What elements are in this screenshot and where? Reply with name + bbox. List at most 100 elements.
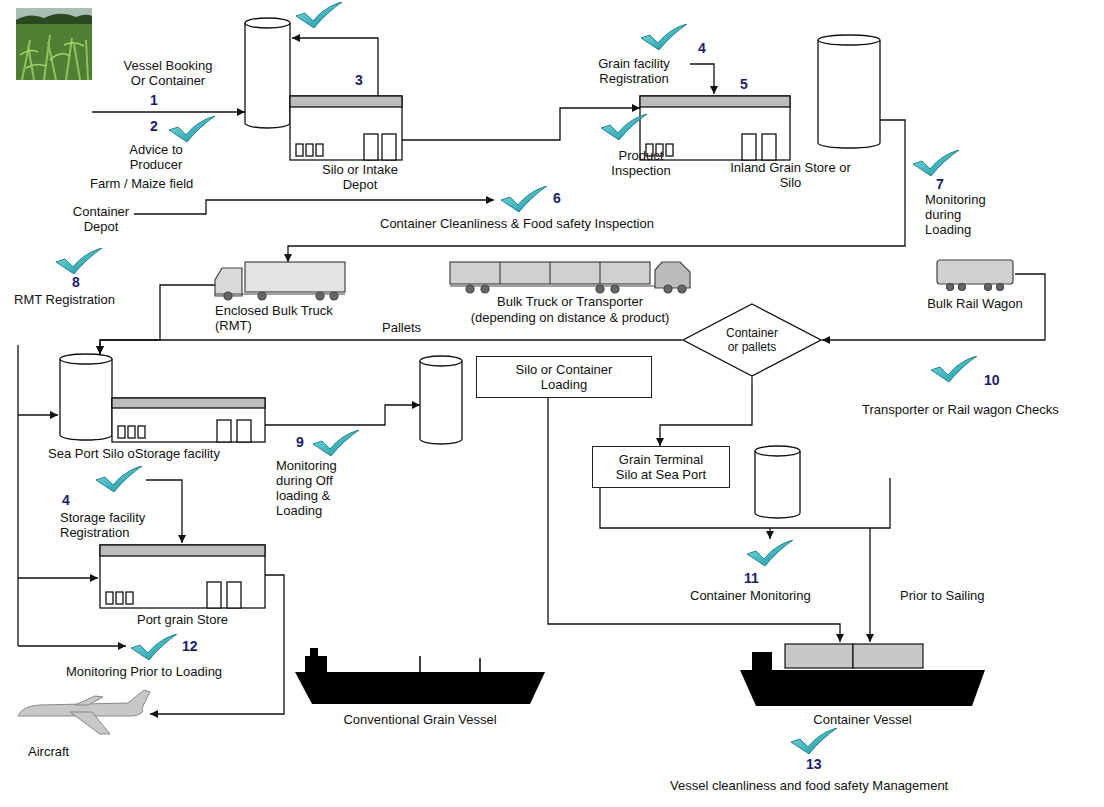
intake-depot-icon: [364, 134, 378, 160]
sea-port-silo-icon: [60, 354, 265, 442]
checkpoint-label: Monitoring during Off loading & Loading: [276, 458, 372, 518]
conventional-vessel-icon: [295, 672, 545, 704]
aircraft-icon: [18, 690, 150, 734]
node-caption: Bulk Truck or Transporter: [450, 294, 690, 309]
container-vessel-icon: [785, 644, 853, 668]
intake-depot-icon: [306, 144, 313, 156]
container-vessel-node: Container Vessel: [740, 642, 985, 708]
container-vessel-icon: [740, 644, 985, 706]
decision-diamond: Container or pallets: [682, 303, 822, 377]
enclosed-truck-icon: [245, 262, 345, 292]
node-caption: Inland Grain Store or Silo: [728, 160, 853, 190]
rail-wagon-icon: [937, 260, 1013, 284]
flow-arrow: [100, 340, 682, 354]
terminal-silo-icon: [755, 451, 800, 518]
callout-number: 11: [744, 570, 759, 586]
intake-depot-icon: [290, 96, 402, 160]
registration-arrow: [690, 64, 714, 94]
conventional-vessel-icon: [305, 656, 327, 672]
bulk-transporter-icon: [655, 262, 690, 288]
left-bus-line: [18, 414, 58, 415]
callout-number: 5: [740, 76, 748, 92]
callout-number: 9: [296, 434, 304, 450]
maize-field-photo: [16, 8, 92, 80]
checkmark-icons: [169, 116, 215, 142]
flow-arrow: [288, 120, 905, 262]
intake-depot-icon: [245, 18, 290, 28]
conventional-vessel-icon: [310, 648, 318, 656]
node-caption: Bulk Rail Wagon: [915, 296, 1035, 311]
callout-number: 3: [355, 72, 363, 88]
inland-store-icon: [640, 35, 880, 160]
checkmark-icons: [501, 186, 547, 212]
inland-store-icon: [762, 134, 776, 160]
sea-port-silo-icon: [112, 398, 265, 408]
node-caption: Farm / Maize field: [90, 176, 193, 191]
checkmark-icons: [913, 150, 959, 176]
enclosed-truck-icon: [224, 292, 232, 300]
intake-depot-icon: [316, 144, 323, 156]
flow-arrow: [100, 285, 215, 354]
checkmark-icons: [131, 634, 177, 660]
maize-field-photo: [20, 43, 84, 68]
callout-number: 4: [698, 40, 706, 56]
decision-text-area: Container or pallets: [682, 303, 822, 377]
callout-number: 7: [936, 176, 944, 192]
enclosed-truck-icon: [215, 293, 345, 294]
conventional-vessel-icon: [479, 658, 481, 672]
intake-depot-icon: [290, 96, 402, 107]
left-bus-line: [17, 345, 18, 646]
callout-number: 1: [150, 92, 158, 108]
callout-number: 2: [150, 118, 158, 134]
flow-arrow: [265, 405, 420, 425]
inland-store-icon: [818, 35, 880, 45]
bulk-transporter-icon: [499, 262, 500, 284]
port-grain-store-icon: [100, 545, 265, 608]
enclosed-truck-icon: [316, 292, 324, 300]
flow-arrow: [660, 377, 752, 446]
checkpoint-label: Vessel Booking Or Container: [116, 58, 220, 88]
checkmark-icons: [313, 430, 359, 456]
enclosed-truck-node: Enclosed Bulk Truck (RMT): [215, 262, 345, 300]
aircraft-node: Aircraft: [18, 692, 150, 735]
grain-terminal-node: Grain Terminal Silo at Sea Port: [592, 446, 892, 528]
node-caption: Sea Port Silo oStorage facility: [48, 446, 220, 461]
bulk-transporter-icon: [664, 285, 672, 293]
checkmark-icons: [747, 540, 793, 566]
node-caption: Port grain Store: [100, 612, 265, 627]
checkpoint-label: Container Cleanliness & Food safety Insp…: [380, 216, 654, 231]
conventional-vessel-node: Conventional Grain Vessel: [295, 648, 545, 705]
sea-port-silo-icon: [138, 426, 145, 438]
inland-store-icon: [742, 134, 756, 160]
bulk-transporter-icon: [466, 285, 474, 293]
checkpoint-label: Monitoring during Loading: [925, 192, 1009, 237]
silo-loading-node: Silo or Container Loading: [420, 356, 652, 444]
rail-wagon-node: Bulk Rail Wagon: [935, 258, 1015, 290]
left-bus-line: [18, 345, 126, 646]
bulk-transporter-icon: [611, 285, 619, 293]
callout-number: 10: [984, 372, 1000, 388]
intake-depot-icon: [245, 23, 290, 128]
bulk-transporter-icon: [450, 262, 690, 293]
node-caption: Aircraft: [28, 744, 69, 759]
aircraft-icon: [70, 712, 110, 734]
node-caption: Enclosed Bulk Truck (RMT): [215, 303, 351, 333]
checkmark-icons: [791, 728, 837, 754]
checkpoint-label: Product Inspection: [596, 148, 686, 178]
rail-wagon-icon: [937, 260, 1013, 291]
checkmark-icons: [96, 466, 142, 492]
loading-silo-icon: [547, 398, 548, 444]
maize-field-photo: [22, 35, 88, 80]
bulk-transporter-icon: [596, 285, 604, 293]
maize-field-photo: [16, 8, 92, 80]
callout-number: 12: [182, 638, 198, 654]
aircraft-icon: [75, 696, 103, 705]
left-bus-line: [18, 645, 126, 646]
enclosed-truck-icon: [330, 292, 338, 300]
checkpoint-label: Prior to Sailing: [900, 588, 985, 603]
bulk-transporter-icon: [481, 285, 489, 293]
checkmark-icons: [641, 24, 687, 50]
container-vessel-icon: [740, 670, 985, 706]
intake-depot-icon: [382, 134, 396, 160]
flow-arrow: [822, 274, 1045, 340]
